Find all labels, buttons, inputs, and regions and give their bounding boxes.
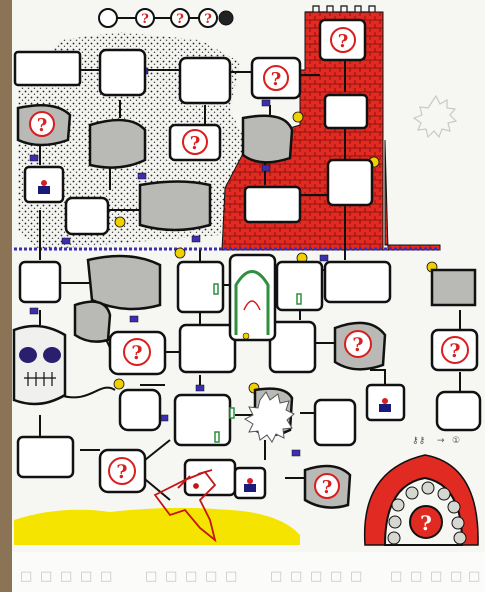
legend-arrow: → [437,436,445,446]
gate-icon [230,255,275,340]
svg-text:□: □ [185,569,197,584]
svg-text:□: □ [40,569,52,584]
question-room-icon: ? [335,323,385,369]
svg-text:?: ? [449,340,460,362]
svg-text:□: □ [350,569,362,584]
svg-text:□: □ [165,569,177,584]
svg-text:?: ? [338,31,349,52]
question-room-icon: ? [320,20,365,60]
legend-result: ① [452,436,460,446]
svg-text:?: ? [352,334,363,356]
svg-text:□: □ [450,569,462,584]
svg-text:□: □ [468,569,480,584]
svg-text:?: ? [131,342,142,364]
question-room-icon: ? [432,330,477,370]
sand-area [14,508,300,545]
svg-text:□: □ [330,569,342,584]
svg-text:□: □ [290,569,302,584]
turn-mark-2: ? [176,12,184,27]
svg-text:□: □ [225,569,237,584]
svg-text:□: □ [60,569,72,584]
svg-text:?: ? [322,477,333,498]
svg-text:?: ? [271,69,282,90]
legend-keys: ⚷⚷ [412,436,425,446]
turn-mark-3: ? [204,12,212,27]
gate-question: ? [420,511,432,535]
treasure-chest-icon [367,385,404,420]
svg-text:?: ? [190,133,201,154]
question-room-icon: ? [100,450,145,492]
svg-text:□: □ [410,569,422,584]
treasure-chest-icon [25,167,63,202]
skull-icon [14,326,65,404]
svg-text:□: □ [430,569,442,584]
svg-text:□: □ [205,569,217,584]
svg-text:□: □ [390,569,402,584]
treasure-chest-icon [235,468,265,498]
svg-text:□: □ [145,569,157,584]
legend: ⚷⚷ → ① [412,436,460,446]
svg-text:□: □ [100,569,112,584]
svg-text:□: □ [270,569,282,584]
question-room-icon: ? [252,58,300,98]
question-room-icon: ? [305,466,350,508]
svg-text:?: ? [37,115,48,136]
svg-text:□: □ [20,569,32,584]
question-room-icon: ? [110,332,165,374]
svg-text:□: □ [80,569,92,584]
turn-mark-1: ? [141,12,149,27]
question-room-icon: ? [18,105,70,145]
question-room-icon: ? [170,125,220,160]
svg-text:□: □ [310,569,322,584]
svg-text:?: ? [116,461,127,483]
